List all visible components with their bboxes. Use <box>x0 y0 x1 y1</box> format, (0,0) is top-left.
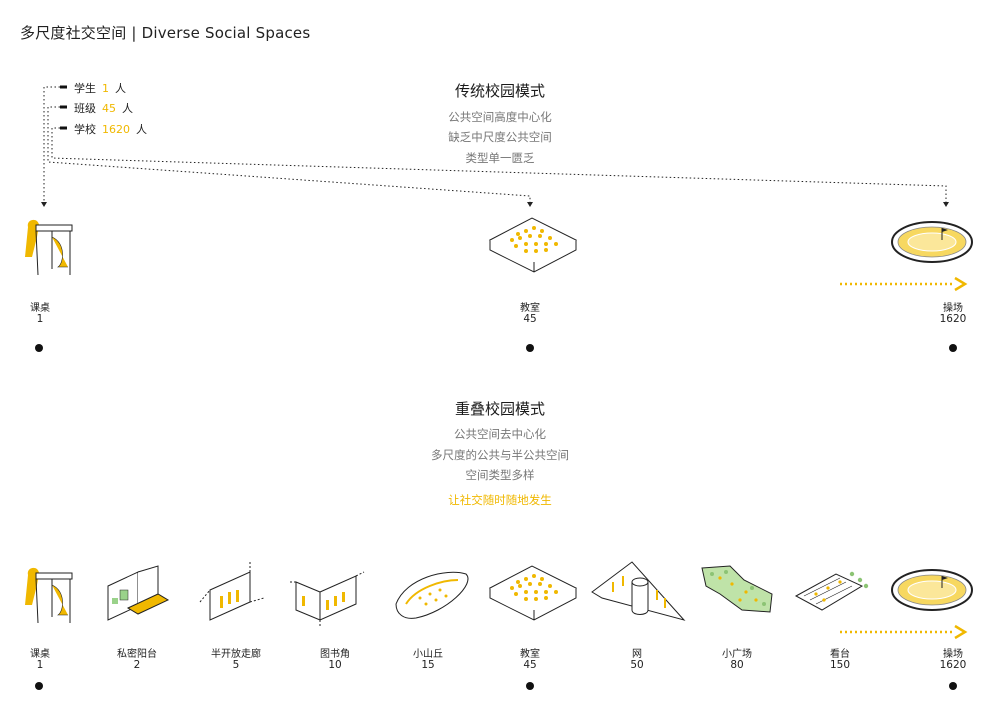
bleachers-icon <box>794 571 869 611</box>
overlap-stop-dot <box>35 682 43 690</box>
trad-stop-label: 操场 <box>943 303 963 314</box>
legend-label: 班级 <box>74 102 96 115</box>
balcony-icon <box>107 565 170 621</box>
legend-connectors <box>43 86 947 203</box>
trad-stop-value: 1620 <box>939 313 967 325</box>
trad-stop-dot <box>949 344 957 352</box>
traditional-axis <box>30 276 968 292</box>
legend-unit: 人 <box>115 82 126 95</box>
legend-unit: 人 <box>136 123 147 136</box>
playground-icon-2 <box>891 569 973 611</box>
legend-value: 45 <box>102 102 116 115</box>
trad-stop-dot <box>526 344 534 352</box>
traditional-line-3: 类型单一匮乏 <box>465 151 535 165</box>
page-title: 多尺度社交空间 | Diverse Social Spaces <box>20 24 311 42</box>
net-icon <box>591 561 686 621</box>
corridor-icon <box>199 560 265 621</box>
legend-label: 学生 <box>74 82 96 95</box>
legend-arrowheads <box>41 202 949 207</box>
hill-icon <box>395 571 469 619</box>
legend-row-class: 班级 45 人 <box>74 100 133 116</box>
overlap-stop-label: 图书角 <box>320 649 350 660</box>
overlap-stop-label: 教室 <box>520 649 540 660</box>
overlap-stop-label: 看台 <box>830 649 850 660</box>
overlap-stop-value: 45 <box>523 659 537 671</box>
overlap-stop-label: 半开放走廊 <box>211 649 261 660</box>
traditional-line-1: 公共空间高度中心化 <box>448 110 552 124</box>
overlap-stop-dot <box>949 682 957 690</box>
overlap-axis <box>30 624 968 640</box>
overlap-stop-value: 1 <box>36 659 44 671</box>
overlap-stop-value: 2 <box>133 659 141 671</box>
legend-label: 学校 <box>74 123 96 136</box>
legend-unit: 人 <box>122 102 133 115</box>
trad-stop-label: 课桌 <box>30 303 50 314</box>
desk-icon-2 <box>25 567 73 624</box>
overlap-stop-label: 小山丘 <box>413 649 443 660</box>
overlap-stop-value: 1620 <box>939 659 967 671</box>
overlap-stop-value: 80 <box>730 659 744 671</box>
overlap-stop-label: 课桌 <box>30 649 50 660</box>
overlap-stop-label: 小广场 <box>722 649 752 660</box>
overlap-title: 重叠校园模式 <box>454 400 545 418</box>
legend-value: 1 <box>102 82 109 95</box>
trad-stop-value: 1 <box>36 313 44 325</box>
overlap-stop-value: 5 <box>232 659 240 671</box>
overlap-stop-label: 操场 <box>943 649 963 660</box>
overlap-stop-value: 10 <box>328 659 342 671</box>
legend-row-school: 学校 1620 人 <box>74 121 147 137</box>
traditional-line-2: 缺乏中尺度公共空间 <box>448 130 552 144</box>
classroom-icon <box>488 217 578 273</box>
legend-ticks <box>60 85 67 130</box>
classroom-icon-2 <box>488 565 578 621</box>
overlap-line-3: 空间类型多样 <box>465 468 535 482</box>
overlap-stop-value: 15 <box>421 659 435 671</box>
overlap-highlight: 让社交随时随地发生 <box>448 493 552 507</box>
traditional-title: 传统校园模式 <box>454 82 545 100</box>
trad-stop-value: 45 <box>523 313 537 325</box>
overlap-stop-value: 150 <box>829 659 851 671</box>
overlap-line-2: 多尺度的公共与半公共空间 <box>431 448 569 462</box>
overlap-stop-value: 50 <box>630 659 644 671</box>
library-corner-icon <box>290 571 365 626</box>
trad-stop-dot <box>35 344 43 352</box>
playground-icon <box>891 221 973 263</box>
trad-stop-label: 教室 <box>520 303 540 314</box>
overlap-stop-dot <box>526 682 534 690</box>
desk-icon <box>25 219 73 276</box>
overlap-line-1: 公共空间去中心化 <box>454 427 546 441</box>
legend-value: 1620 <box>102 123 130 136</box>
plaza-icon <box>701 565 773 613</box>
overlap-stop-label: 私密阳台 <box>117 649 157 660</box>
overlap-stop-label: 网 <box>632 649 642 660</box>
